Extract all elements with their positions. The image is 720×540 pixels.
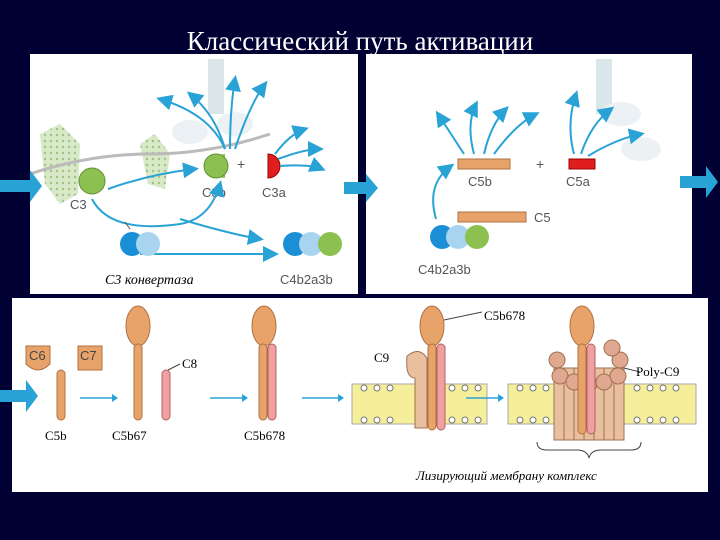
antibody-shape — [140, 134, 170, 189]
c3a-label: C3a — [262, 185, 287, 200]
poly-c9-label: Poly-C9 — [636, 364, 679, 379]
c4b2a3b-label: C4b2a3b — [418, 262, 471, 277]
c5b678-label: C5b678 — [244, 428, 285, 443]
faded-antibody — [172, 59, 253, 144]
c5b-label: C5b — [45, 428, 67, 443]
c5b-molecule — [56, 369, 66, 421]
c5b-bar — [457, 158, 511, 170]
c3-activation-panel: C3 C3b + C3a C3 конвертаза — [29, 54, 358, 294]
c8-molecule — [161, 369, 171, 421]
c6-molecule — [25, 345, 51, 371]
c5-label: C5 — [534, 210, 551, 225]
c5a-bar — [568, 158, 596, 170]
slide-title: Классический путь активации — [186, 26, 534, 56]
c6-label: C6 — [29, 348, 46, 363]
arrow-right-icon — [0, 170, 42, 202]
mac-pore — [548, 305, 629, 441]
c3-molecule — [78, 167, 106, 195]
c9-label: C9 — [374, 350, 389, 365]
c5b67-label: C5b67 — [112, 428, 147, 443]
mac-brace — [536, 441, 642, 459]
c8-label: C8 — [182, 356, 197, 371]
c5-activation-panel: C5b + C5a C5 C4b2a3b — [366, 54, 692, 294]
plus-sign: + — [536, 156, 544, 172]
c5b-label: C5b — [468, 174, 492, 189]
membrane-strand — [29, 132, 271, 176]
convertase-label: C3 конвертаза — [105, 273, 194, 288]
c5a-label: C5a — [566, 174, 591, 189]
c3-label: C3 — [70, 197, 87, 212]
mac-label: Лизирующий мембрану комплекс — [415, 468, 597, 483]
c4b2a3b-left-label: C4b2a3b — [280, 272, 333, 287]
plus-sign: + — [237, 156, 245, 172]
arrow-right-icon — [0, 380, 38, 412]
arrow-right-icon — [344, 174, 378, 202]
c5b678-top-label: C5b678 — [484, 308, 525, 323]
c3a-molecule — [267, 153, 281, 179]
c7-molecule — [77, 345, 103, 371]
mac-assembly-panel: C6 C7 C5b C5b67 C8 C5b678 — [12, 298, 708, 492]
arrow-right-icon — [680, 166, 718, 198]
c5-bar — [457, 211, 527, 223]
c7-label: C7 — [80, 348, 97, 363]
